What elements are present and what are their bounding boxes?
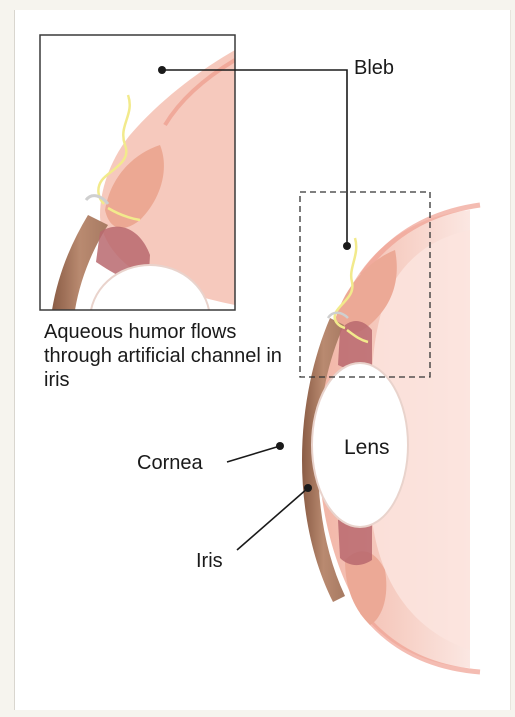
caption-aqueous-humor: Aqueous humor flows through artificial c… xyxy=(44,320,284,392)
label-iris: Iris xyxy=(196,549,223,573)
main-eye xyxy=(302,205,480,672)
label-cornea: Cornea xyxy=(137,451,203,475)
leader-iris xyxy=(237,484,312,550)
label-lens: Lens xyxy=(344,436,390,460)
leader-cornea xyxy=(227,442,284,462)
label-bleb: Bleb xyxy=(354,56,394,80)
